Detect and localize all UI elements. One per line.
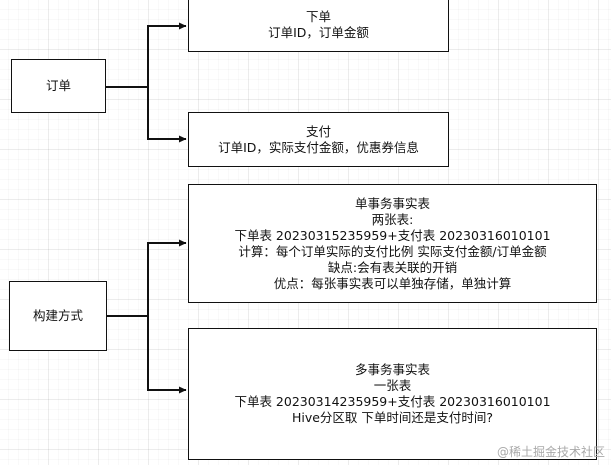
node-multi-fact-text: 多事务事实表 一张表 下单表 20230314235959+支付表 202303… xyxy=(234,362,550,426)
node-payment-fields: 订单ID，实际支付金额，优惠券信息 xyxy=(218,139,419,155)
node-payment-text: 支付 订单ID，实际支付金额，优惠券信息 xyxy=(218,124,419,156)
multi-fact-tables: 下单表 20230314235959+支付表 20230316010101 xyxy=(234,394,551,409)
edge-order-to-payment xyxy=(106,86,187,143)
node-place-order-title: 下单 xyxy=(305,9,331,24)
multi-fact-partition-question: Hive分区取 下单时间还是支付时间? xyxy=(291,410,494,425)
node-order-label: 订单 xyxy=(45,78,71,93)
edge-order-to-place-order xyxy=(106,22,187,88)
node-single-transaction-fact-table[interactable]: 单事务事实表 两张表: 下单表 20230315235959+支付表 20230… xyxy=(188,184,597,303)
single-fact-table-count: 两张表: xyxy=(371,211,414,227)
node-multi-transaction-fact-table[interactable]: 多事务事实表 一张表 下单表 20230314235959+支付表 202303… xyxy=(188,328,597,460)
node-payment-title: 支付 xyxy=(305,123,331,139)
single-fact-calculation: 计算：每个订单实际的支付比例 实际支付金额/订单金额 xyxy=(238,243,547,259)
node-build-method[interactable]: 构建方式 xyxy=(9,281,107,351)
watermark: @稀土掘金技术社区 xyxy=(496,445,605,459)
node-place-order-text: 下单 订单ID，订单金额 xyxy=(268,9,369,41)
node-payment[interactable]: 支付 订单ID，实际支付金额，优惠券信息 xyxy=(188,112,449,167)
edge-build-to-single-fact xyxy=(107,239,187,317)
single-fact-tables: 下单表 20230315235959+支付表 20230316010101 xyxy=(234,227,551,243)
node-single-fact-text: 单事务事实表 两张表: 下单表 20230315235959+支付表 20230… xyxy=(234,196,550,292)
single-fact-title: 单事务事实表 xyxy=(354,195,430,211)
edge-build-to-multi-fact xyxy=(107,315,187,394)
node-place-order[interactable]: 下单 订单ID，订单金额 xyxy=(188,0,449,52)
node-order-text: 订单 xyxy=(46,78,71,94)
single-fact-drawback: 缺点:会有表关联的开销 xyxy=(327,259,458,275)
node-build-method-label: 构建方式 xyxy=(32,308,83,323)
node-order[interactable]: 订单 xyxy=(11,59,106,113)
single-fact-advantage: 优点：每张事实表可以单独存储，单独计算 xyxy=(273,275,512,291)
multi-fact-table-count: 一张表 xyxy=(373,378,412,393)
node-build-method-text: 构建方式 xyxy=(33,308,83,324)
multi-fact-title: 多事务事实表 xyxy=(354,362,430,377)
node-place-order-fields: 订单ID，订单金额 xyxy=(268,25,369,40)
